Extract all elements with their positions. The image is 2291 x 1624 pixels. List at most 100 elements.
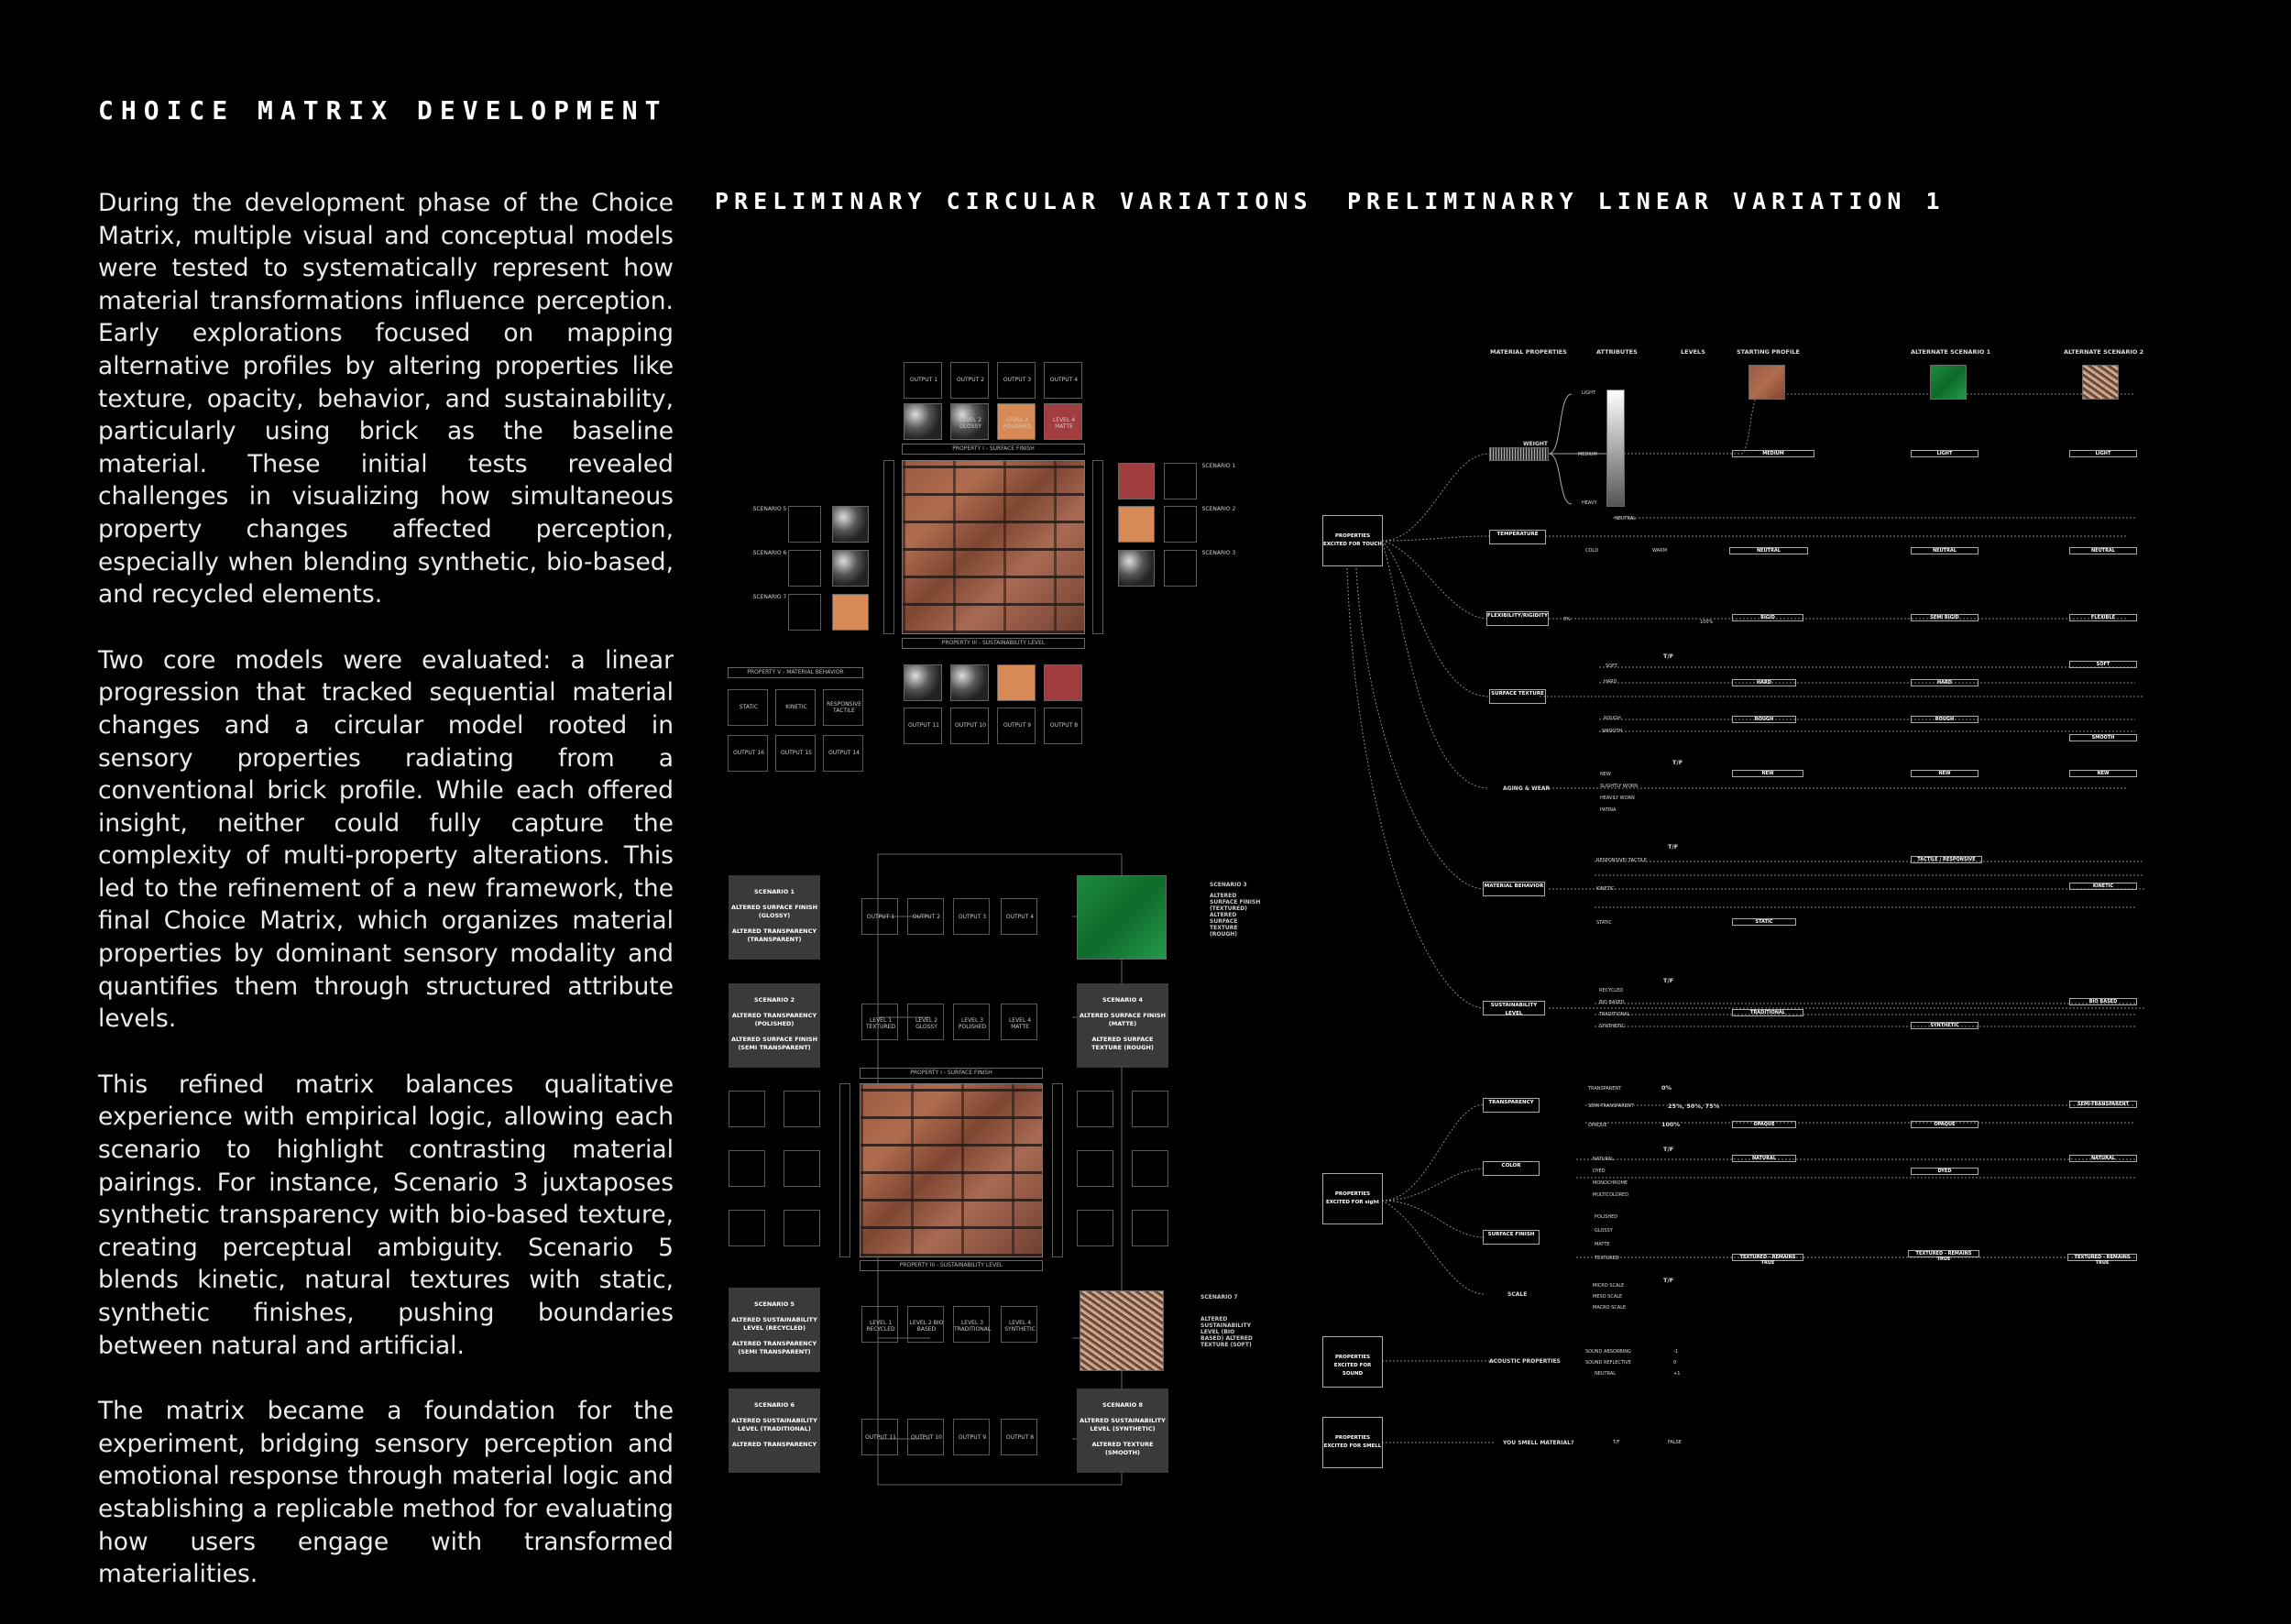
- c2-bottom-output-8: OUTPUT 8: [1001, 1419, 1037, 1455]
- c2-left-level-2: [784, 1150, 820, 1187]
- prop-behavior: MATERIAL BEHAVIOR: [1483, 882, 1545, 896]
- behavior-level-static: STATIC: [1596, 920, 1612, 926]
- weight-level-light: LIGHT: [1582, 390, 1595, 396]
- aging-tf: T/F: [1672, 759, 1683, 766]
- alt-1-swatch: [1930, 365, 1967, 400]
- c1-top-output-3: OUTPUT 3: [997, 362, 1036, 399]
- sust-start: TRADITIONAL: [1732, 1009, 1803, 1016]
- page-title: CHOICE MATRIX DEVELOPMENT: [98, 95, 668, 126]
- c1-right-output-1: [1164, 463, 1197, 499]
- c2-scenario-7-text: ALTERED SUSTAINABILITY LEVEL (BIO BASED)…: [1200, 1316, 1253, 1348]
- trans-level-opaque: OPAQUE: [1588, 1123, 1607, 1128]
- root-sight: PROPERTIES EXCITED FOR sight: [1322, 1173, 1383, 1224]
- finish-start: TEXTURED - REMAINS TRUE: [1732, 1254, 1803, 1266]
- c1-left-swatch-1: [832, 506, 869, 543]
- c2-left-output-3: [729, 1210, 765, 1246]
- c1-swatch-textured: [904, 403, 942, 440]
- c2-band-surface-finish: PROPERTY I - SURFACE FINISH: [860, 1068, 1043, 1079]
- scale-level-micro: MICRO SCALE: [1593, 1283, 1625, 1289]
- c2-level-4: LEVEL 4 MATTE: [1001, 1004, 1037, 1040]
- color-level-mono: MONOCHROME: [1593, 1180, 1628, 1186]
- c1-right-output-3: [1164, 550, 1197, 587]
- weight-texture: [1489, 447, 1549, 461]
- c2-level-1: LEVEL 1 TEXTURED: [861, 1004, 898, 1040]
- c1-left-scenario-2: SCENARIO 6: [752, 550, 787, 556]
- texture-level-hard: HARD: [1604, 679, 1617, 685]
- c1-behavior-responsive: RESPONSIVE TACTILE: [823, 689, 863, 726]
- c1-right-swatch-1: [1118, 463, 1155, 499]
- aging-level-slightly: SLIGHTLY WORN: [1600, 784, 1638, 789]
- c1-left-output-1: [788, 506, 821, 543]
- weight-alt-1: LIGHT: [1911, 450, 1979, 457]
- c2-scenario-3-text: ALTERED SURFACE FINISH (TEXTURED) ALTERE…: [1210, 893, 1261, 938]
- c2-scenario-7-title: SCENARIO 7: [1200, 1294, 1238, 1300]
- c2-left-level-1: [784, 1091, 820, 1127]
- c1-swatch-matte: LEVEL 4 MATTE: [1044, 403, 1082, 440]
- behavior-level-kinetic: KINETIC: [1596, 886, 1615, 892]
- aging-start: NEW: [1732, 770, 1803, 777]
- prop-color: COLOR: [1483, 1161, 1540, 1176]
- sust-level-recycled: RECYCLED: [1599, 988, 1624, 993]
- c2-band-texture: [1052, 1083, 1063, 1257]
- temp-start: NEUTRAL: [1729, 547, 1808, 554]
- weight-level-heavy: HEAVY: [1582, 500, 1597, 506]
- linear-title: PRELIMINARRY LINEAR VARIATION 1: [1347, 188, 1946, 214]
- c1-left-output-3: [788, 594, 821, 631]
- c1-bottom-swatch-2: [950, 664, 989, 701]
- trans-num-0: 0%: [1661, 1084, 1672, 1092]
- texture-alt1-hard: HARD: [1911, 679, 1979, 686]
- linear-header-levels: LEVELS: [1681, 348, 1705, 356]
- c2-band-sustainability: PROPERTY III - SUSTAINABILITY LEVEL: [860, 1260, 1043, 1271]
- temp-level-cold: COLD: [1585, 548, 1599, 554]
- smell-tf: T/F: [1613, 1440, 1620, 1445]
- texture-start-hard: HARD: [1732, 679, 1796, 686]
- c2-bottom-level-4: LEVEL 4 SYNTHETIC: [1001, 1306, 1037, 1343]
- finish-alt-1: TEXTURED - REMAINS TRUE: [1908, 1250, 1979, 1262]
- finish-level-matte: MATTE: [1595, 1242, 1610, 1247]
- sound-level-absorbing: SOUND ABSORBING: [1585, 1349, 1631, 1355]
- c1-bottom-swatch-3: [997, 664, 1036, 701]
- linear-header-starting: STARTING PROFILE: [1737, 348, 1800, 356]
- c1-brick-image: [902, 460, 1085, 634]
- temp-alt-1: NEUTRAL: [1911, 547, 1979, 554]
- c1-swatch-polished: LEVEL 3 POLISHED: [997, 403, 1036, 440]
- c1-bottom-swatch-4: [1044, 664, 1082, 701]
- c2-right-level-2: [1077, 1150, 1113, 1187]
- color-level-natural: NATURAL: [1593, 1157, 1614, 1162]
- c2-scenario-7-image: [1080, 1290, 1164, 1371]
- c2-right-output-7: [1132, 1210, 1168, 1246]
- c2-bottom-output-11: OUTPUT 11: [861, 1419, 898, 1455]
- c2-bottom-output-9: OUTPUT 9: [953, 1419, 990, 1455]
- texture-start-rough: ROUGH: [1732, 716, 1796, 723]
- aging-alt-2: NEW: [2069, 770, 2137, 777]
- root-touch: PROPERTIES EXCITED FOR TOUCH: [1322, 515, 1383, 566]
- prop-acoustic: ACOUSTIC PROPERTIES: [1489, 1358, 1561, 1365]
- prop-temperature: TEMPERATURE: [1489, 530, 1546, 544]
- alt-2-swatch: [2082, 365, 2119, 400]
- prop-scale: SCALE: [1507, 1291, 1528, 1298]
- texture-alt2-smooth: SMOOTH: [2069, 734, 2137, 741]
- temp-level-warm: WARM: [1652, 548, 1667, 554]
- sound-val-minus: -1: [1673, 1349, 1678, 1355]
- linear-header-alt-1: ALTERNATE SCENARIO 1: [1911, 348, 1991, 356]
- c2-scenario-3-image: [1077, 875, 1167, 960]
- prop-weight: WEIGHT: [1523, 441, 1548, 447]
- sound-val-plus: +1: [1673, 1371, 1681, 1377]
- smell-false: FALSE: [1668, 1440, 1682, 1445]
- c2-output-3: OUTPUT 3: [953, 898, 990, 935]
- c1-left-swatch-2: [832, 550, 869, 587]
- trans-level-transparent: TRANSPARENT: [1588, 1086, 1622, 1092]
- c2-scenario-3-title: SCENARIO 3: [1210, 882, 1247, 888]
- flex-alt-1: SEMI RIGID: [1911, 614, 1979, 621]
- color-tf: T/F: [1663, 1146, 1674, 1153]
- finish-level-textured: TEXTURED: [1595, 1256, 1619, 1261]
- c2-bottom-level-1: LEVEL 1 RECYCLED: [861, 1306, 898, 1343]
- prop-smell: YOU SMELL MATERIAL?: [1503, 1440, 1574, 1446]
- circular-title: PRELIMINARY CIRCULAR VARIATIONS: [715, 188, 1313, 214]
- c2-right-level-3: [1077, 1210, 1113, 1246]
- c1-band-texture: [1092, 460, 1103, 634]
- flex-start: RIGID: [1732, 614, 1803, 621]
